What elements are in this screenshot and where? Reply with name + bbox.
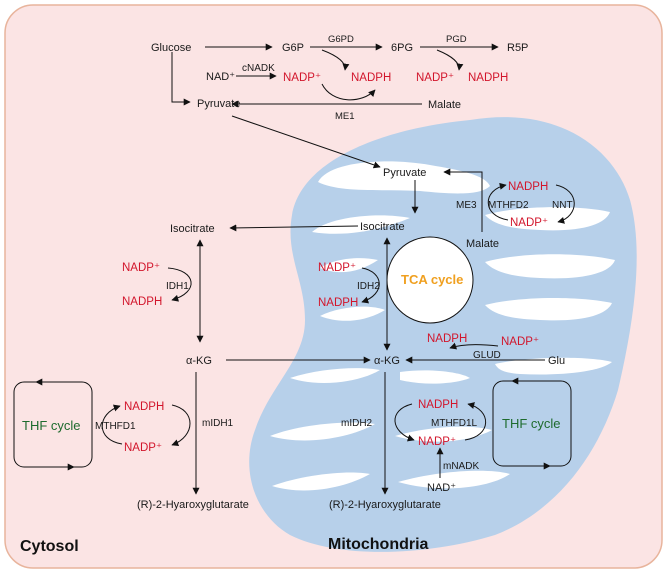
mthfd1l-enzyme-label: MTHFD1L <box>431 418 478 429</box>
r2hg-mito-label: (R)-2-Hyaroxyglutarate <box>329 499 441 511</box>
isocitrate-cytosol-label: Isocitrate <box>170 223 215 235</box>
nadp-glud: NADP⁺ <box>501 336 539 348</box>
mthfd2-enzyme-label: MTHFD2 <box>488 200 529 211</box>
glud-enzyme-label: GLUD <box>473 350 501 361</box>
nadp-idh2: NADP⁺ <box>318 262 356 274</box>
r2hg-cytosol-label: (R)-2-Hyaroxyglutarate <box>137 499 249 511</box>
glu-label: Glu <box>548 355 565 367</box>
pyruvate-cytosol-label: Pyruvate <box>197 98 240 110</box>
cytosol-region-label: Cytosol <box>20 538 79 555</box>
akg-mito-label: α-KG <box>374 355 400 367</box>
idh1-enzyme-label: IDH1 <box>166 281 189 292</box>
nadp-pgd: NADP⁺ <box>416 72 454 84</box>
pathway-arrows <box>101 43 499 495</box>
idh2-enzyme-label: IDH2 <box>357 281 380 292</box>
midh1-enzyme-label: mIDH1 <box>202 418 234 429</box>
nadph-glud: NADPH <box>427 333 467 345</box>
nadph-idh1: NADPH <box>122 296 162 308</box>
mito-arrows <box>361 168 575 495</box>
cnadk-enzyme-label: cNADK <box>242 63 275 74</box>
nnt-enzyme-label: NNT <box>552 200 573 211</box>
pyruvate-mito-label: Pyruvate <box>383 167 426 179</box>
isocitrate-mito-label: Isocitrate <box>360 221 405 233</box>
mnadk-enzyme-label: mNADK <box>443 461 479 472</box>
malate-mito-label: Malate <box>466 238 499 250</box>
glucose-label: Glucose <box>151 42 191 54</box>
nadp-mthfd1l: NADP⁺ <box>418 436 456 448</box>
nadph-pgd: NADPH <box>468 72 508 84</box>
nadph-g6pd: NADPH <box>351 72 391 84</box>
g6pd-enzyme-label: G6PD <box>328 34 354 45</box>
nadp-g6pd: NADP⁺ <box>283 72 321 84</box>
nadph-mthfd2: NADPH <box>508 181 548 193</box>
pgd-enzyme-label: PGD <box>446 34 467 45</box>
6pg-label: 6PG <box>391 42 413 54</box>
thf-cycle-cytosol-label: THF cycle <box>22 418 81 433</box>
nad-cytosol-label: NAD⁺ <box>206 71 235 83</box>
malate-cytosol-label: Malate <box>428 99 461 111</box>
thf-cycle-mito-label: THF cycle <box>502 416 561 431</box>
nadp-mthfd1: NADP⁺ <box>124 442 162 454</box>
me1-enzyme-label: ME1 <box>335 111 355 122</box>
akg-cytosol-label: α-KG <box>186 355 212 367</box>
g6p-label: G6P <box>282 42 304 54</box>
nadp-mthfd2: NADP⁺ <box>510 217 548 229</box>
nadp-idh1: NADP⁺ <box>122 262 160 274</box>
r5p-label: R5P <box>507 42 528 54</box>
nadph-mthfd1l: NADPH <box>418 399 458 411</box>
nadph-idh2: NADPH <box>318 297 358 309</box>
nadph-mthfd1: NADPH <box>124 401 164 413</box>
midh2-enzyme-label: mIDH2 <box>341 418 373 429</box>
nad-mito-label: NAD⁺ <box>427 482 456 494</box>
tca-cycle-label: TCA cycle <box>401 272 463 287</box>
mthfd1-enzyme-label: MTHFD1 <box>95 421 136 432</box>
me3-enzyme-label: ME3 <box>456 200 477 211</box>
mitochondria-region-label: Mitochondria <box>328 536 429 553</box>
